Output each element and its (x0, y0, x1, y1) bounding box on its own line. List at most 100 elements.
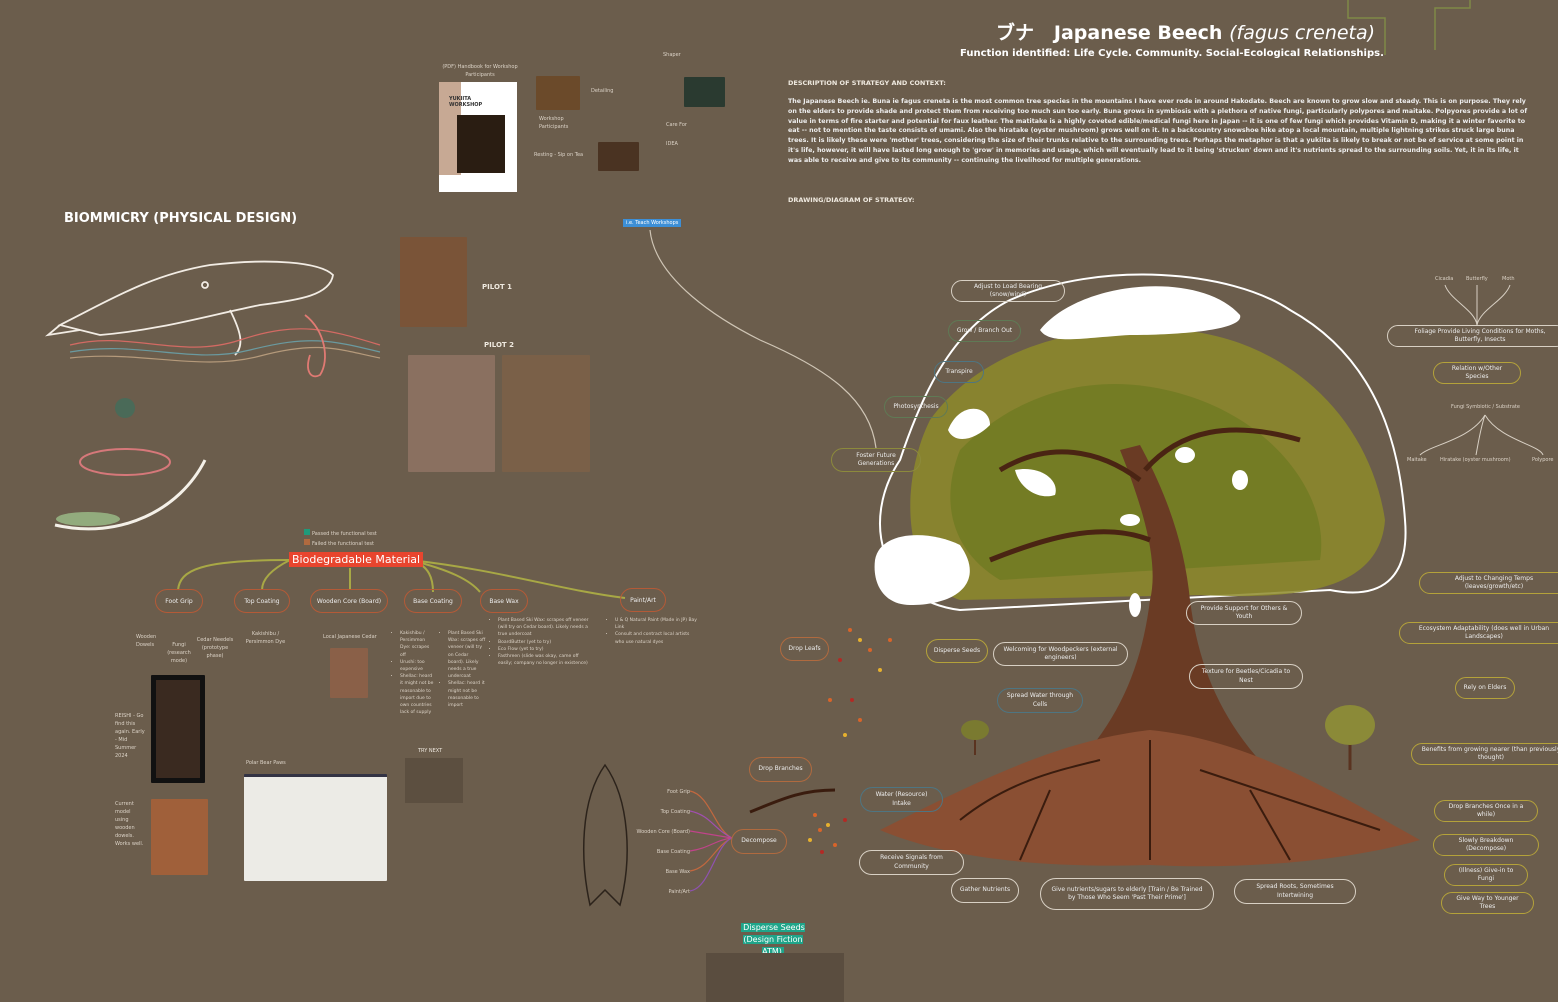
list-item: U & Q Natural Paint (Made in JP) Bay Lin… (615, 617, 697, 631)
decompose-foot-grip: Foot Grip (667, 789, 690, 795)
node-benefits-growing-nearer[interactable]: Benefits from growing nearer (than previ… (1411, 743, 1558, 765)
base-coating-fail-list: Kakishibu / Persimmon Dye: scrapes off U… (392, 630, 436, 716)
paint-list: U & Q Natural Paint (Made in JP) Bay Lin… (607, 617, 697, 646)
handbook-title: YUKIITA WORKSHOP (449, 96, 483, 108)
node-give-in-fungi[interactable]: (Illness) Give-in to Fungi (1444, 864, 1528, 886)
insect-moth: Moth (1502, 276, 1515, 282)
node-base-coating[interactable]: Base Coating (404, 589, 462, 613)
node-drop-branches[interactable]: Drop Branches (749, 757, 812, 782)
shaper-photo[interactable] (684, 77, 725, 107)
node-texture-beetles[interactable]: Texture for Beetles/Cicadia to Nest (1189, 664, 1303, 689)
node-ecosystem-adaptability[interactable]: Ecosystem Adaptability (does well in Urb… (1399, 622, 1558, 644)
list-item: BoardButter (yet to try) (498, 639, 590, 646)
idea-label: IDEA (666, 141, 678, 147)
node-provide-support[interactable]: Provide Support for Others & Youth (1186, 601, 1302, 625)
biomimicry-heading: BIOMMICRY (PHYSICAL DESIGN) (64, 211, 298, 226)
resting-label: Resting - Sip on Tea (534, 152, 584, 158)
node-load-bearing[interactable]: Adjust to Load Bearing (snow/wind) (951, 280, 1065, 302)
base-coating-pass-list: Plant Based Ski Wax: scrapes off veneer … (440, 630, 486, 709)
decompose-top-coating: Top Coating (660, 809, 690, 815)
pilot1-photo[interactable] (400, 237, 467, 327)
node-spread-roots[interactable]: Spread Roots, Sometimes Intertwining (1234, 879, 1356, 904)
decompose-paint-art: Paint/Art (668, 889, 691, 895)
list-item: Eco Flow (yet to try) (498, 646, 590, 653)
node-spread-water[interactable]: Spread Water through Cells (997, 688, 1083, 713)
decompose-wooden-core: Wooden Core (Board) (636, 829, 690, 835)
node-disperse-seeds[interactable]: Disperse Seeds (926, 639, 988, 663)
biodegradable-material-node[interactable]: Biodegradable Material (289, 552, 424, 567)
node-photosynthesis[interactable]: Photosynthesis (884, 396, 948, 418)
node-decompose[interactable]: Decompose (731, 829, 787, 854)
drawing-heading: DRAWING/DIAGRAM OF STRATEGY: (788, 196, 915, 204)
base-wax-list: Plant Based Ski Wax: scrapes off veneer … (490, 617, 590, 667)
title-latin: (fagus creneta) (1229, 22, 1376, 44)
reishi-note: REISHI - Go find this again. Early - Mid… (115, 713, 145, 759)
node-base-wax[interactable]: Base Wax (480, 589, 528, 613)
node-foot-grip[interactable]: Foot Grip (155, 589, 203, 613)
legend-fail-label: Failed the functional test (312, 541, 374, 547)
node-rely-on-elders[interactable]: Rely on Elders (1455, 677, 1515, 699)
pilot2-photo-b[interactable] (502, 355, 590, 472)
list-item: Fasthreen (slide was okay, came off easi… (498, 653, 590, 667)
item-kakishibu: Kakishibu / Persimmon Dye (245, 631, 286, 645)
node-receive-signals[interactable]: Receive Signals from Community (859, 850, 964, 875)
description-body: The Japanese Beech ie. Buna ie fagus cre… (788, 98, 1528, 164)
try-next-card[interactable] (405, 758, 463, 803)
list-item: Consult and contract local artists who u… (615, 631, 697, 645)
resting-photo[interactable] (598, 142, 639, 171)
node-foster-generations[interactable]: Foster Future Generations (831, 448, 921, 472)
list-item: Shellac: heard it might not be reasonabl… (448, 680, 486, 709)
node-woodpeckers[interactable]: Welcoming for Woodpeckers (external engi… (993, 642, 1128, 666)
list-item: Kakishibu / Persimmon Dye: scrapes off (400, 630, 436, 659)
title-en: Japanese Beech (1053, 22, 1223, 44)
pilot2-label: PILOT 2 (484, 341, 514, 349)
seeds-card[interactable] (706, 953, 844, 1002)
node-foliage[interactable]: Foliage Provide Living Conditions for Mo… (1387, 325, 1558, 347)
handbook-label: (PDF) Handbook for Workshop Participants (442, 64, 518, 78)
decompose-base-wax: Base Wax (665, 869, 690, 875)
participants-label: Workshop Participants (539, 116, 569, 130)
list-item: Urushi: too expensive (400, 659, 436, 673)
item-cedar: Local Japanese Cedar (323, 634, 377, 640)
fungi-polypore: Polypore (1532, 457, 1554, 463)
workshop-participants-photo[interactable] (536, 76, 580, 110)
polar-bear-label: Polar Bear Paws (246, 760, 286, 766)
node-wooden-core[interactable]: Wooden Core (Board) (310, 589, 388, 613)
disperse-seeds-tag[interactable]: Disperse Seeds (Design Fiction ATM) (733, 922, 813, 958)
detailing-label: Detailing (591, 88, 614, 94)
cedar-board-photo[interactable] (330, 648, 368, 698)
node-relation-species[interactable]: Relation w/Other Species (1433, 362, 1521, 384)
pilot2-photo-a[interactable] (408, 355, 495, 472)
node-water-intake[interactable]: Water (Resource) Intake (860, 787, 943, 812)
node-grow[interactable]: Grow / Branch Out (948, 320, 1021, 342)
shaper-label: Shaper (663, 52, 681, 58)
dowel-note: Current model using wooden dowels. Works… (115, 801, 144, 847)
node-paint-art[interactable]: Paint/Art (620, 588, 666, 612)
fungi-hiratake: Hiratake (oyster mushroom) (1440, 457, 1511, 463)
node-give-nutrients[interactable]: Give nutrients/sugars to elderly [Train … (1040, 878, 1214, 910)
title-jp: ブナ (996, 22, 1035, 44)
dowel-model-photo[interactable] (151, 799, 208, 875)
node-give-way-younger[interactable]: Give Way to Younger Trees (1441, 892, 1534, 914)
list-item: Plant Based Ski Wax: scrapes off veneer … (498, 617, 590, 639)
list-item: Plant Based Ski Wax: scrapes off veneer … (448, 630, 486, 680)
node-drop-leafs[interactable]: Drop Leafs (780, 637, 829, 661)
description-heading: DESCRIPTION OF STRATEGY AND CONTEXT: (788, 79, 946, 87)
polar-bear-sketch[interactable] (244, 774, 387, 881)
node-slowly-breakdown[interactable]: Slowly Breakdown (Decompose) (1433, 834, 1539, 856)
reishi-photo[interactable] (151, 675, 205, 783)
handbook-cover[interactable]: YUKIITA WORKSHOP (439, 82, 517, 192)
item-cedar-needles: Cedar Needels (prototype phase) (196, 637, 234, 659)
node-drop-branches-occasionally[interactable]: Drop Branches Once in a while) (1434, 800, 1538, 822)
node-changing-temps[interactable]: Adjust to Changing Temps (leaves/growth/… (1419, 572, 1558, 594)
fungi-label: Fungi Symbiotic / Substrate (1451, 404, 1520, 410)
node-transpire[interactable]: Transpire (934, 361, 984, 383)
page-title: ブナ Japanese Beech (fagus creneta) (996, 18, 1375, 45)
item-fungi: Fungi (research mode) (167, 642, 191, 664)
node-gather-nutrients[interactable]: Gather Nutrients (951, 878, 1019, 903)
teach-workshops-tag[interactable]: i.e. Teach Workshops (623, 219, 682, 227)
decompose-base-coating: Base Coating (656, 849, 690, 855)
disperse-seeds-label: Disperse Seeds (Design Fiction ATM) (741, 923, 805, 956)
node-top-coating[interactable]: Top Coating (234, 589, 290, 613)
